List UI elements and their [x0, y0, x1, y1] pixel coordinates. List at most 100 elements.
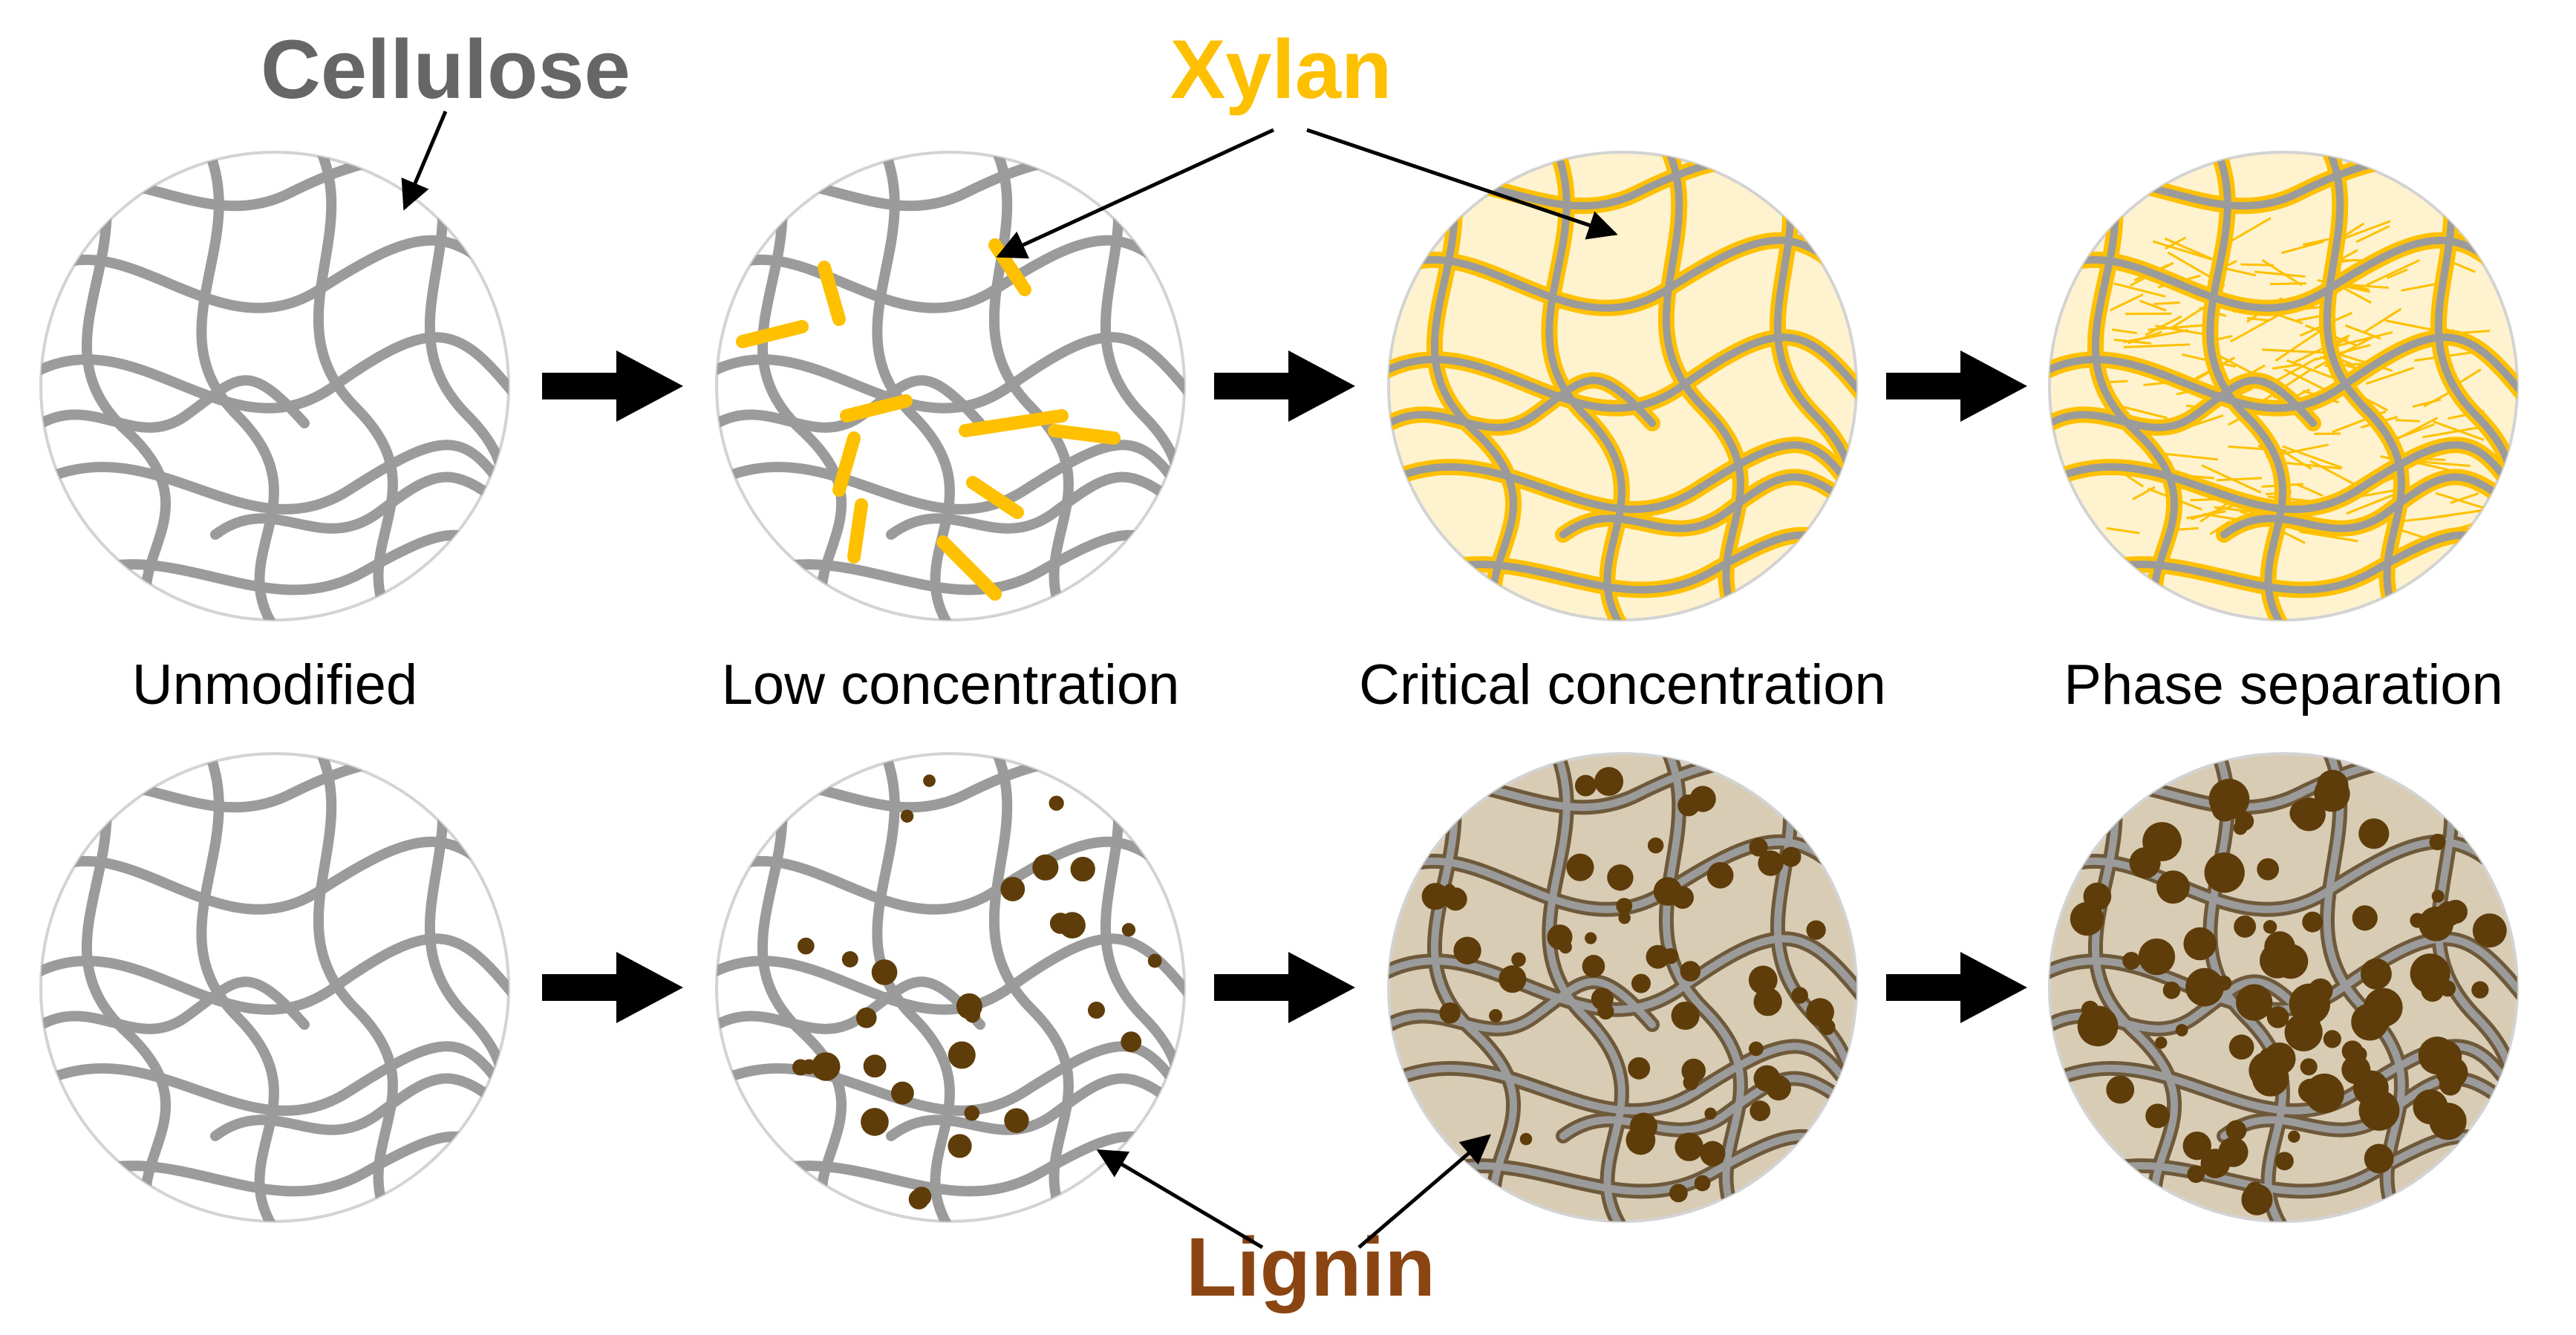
lignin-particle: [1121, 1031, 1141, 1052]
lignin-particle: [1806, 920, 1825, 939]
lignin-particle: [1750, 1100, 1770, 1121]
lignin-particle: [1594, 767, 1623, 796]
lignin-particle: [2234, 915, 2256, 938]
lignin-particle: [2122, 952, 2140, 970]
process-arrow-1-2: [1886, 952, 2027, 1023]
lignin-particle: [2432, 890, 2445, 903]
lignin-particle: [1791, 987, 1808, 1004]
lignin-particle: [1489, 1009, 1502, 1022]
lignin-particle: [1781, 846, 1801, 866]
lignin-particle: [2249, 1051, 2286, 1089]
lignin-particle: [1616, 898, 1632, 914]
caption-critical-concentration: Critical concentration: [1359, 653, 1886, 717]
lignin-particle: [1700, 1141, 1725, 1166]
xylan-strand: [2153, 302, 2179, 304]
lignin-particle: [1695, 1175, 1711, 1192]
lignin-particle: [2226, 1120, 2247, 1141]
lignin-particle: [1626, 1126, 1656, 1155]
panel-xylan-stage-1: [705, 134, 1196, 639]
lignin-particle: [2473, 913, 2507, 947]
lignin-particle: [2301, 1058, 2318, 1075]
lignin-particle: [2176, 1024, 2188, 1037]
lignin-particle: [891, 1082, 914, 1105]
lignin-particle: [2217, 976, 2231, 990]
lignin-particle: [2163, 982, 2181, 999]
process-arrow-1-0: [542, 952, 683, 1023]
lignin-particle: [2471, 982, 2488, 999]
caption-phase-separation: Phase separation: [2064, 653, 2503, 717]
panel-xylan-stage-0: [30, 134, 520, 639]
lignin-particle: [2156, 870, 2190, 904]
lignin-particle: [2197, 971, 2214, 988]
lignin-particle: [1049, 796, 1064, 811]
lignin-particle: [856, 1008, 877, 1028]
lignin-label: Lignin: [1186, 1221, 1435, 1313]
lignin-particle: [1683, 1075, 1699, 1091]
lignin-particle: [1631, 974, 1651, 993]
panel-lignin-stage-2: [1377, 735, 1868, 1240]
lignin-particle: [2305, 1074, 2344, 1113]
lignin-particle: [1453, 937, 1481, 964]
lignin-particle: [948, 1134, 971, 1158]
lignin-particle: [1749, 965, 1778, 994]
lignin-particle: [2314, 776, 2350, 812]
lignin-particle: [1677, 794, 1699, 816]
lignin-particle: [2439, 980, 2456, 996]
process-arrow-0-0: [542, 350, 683, 422]
lignin-particle: [2289, 984, 2330, 1025]
lignin-particle: [2081, 1001, 2099, 1019]
lignin-particle: [2429, 1103, 2466, 1140]
lignin-particle: [965, 1007, 980, 1022]
lignin-particle: [2129, 847, 2160, 878]
xylan-label: Xylan: [1170, 23, 1392, 116]
lignin-particle: [2218, 1137, 2248, 1167]
lignin-particle: [2257, 858, 2279, 881]
lignin-particle: [1680, 961, 1701, 982]
lignin-particle: [1122, 923, 1135, 936]
lignin-particle: [2211, 796, 2237, 822]
lignin-particle: [1582, 955, 1605, 978]
lignin-particle: [964, 1106, 979, 1121]
lignin-particle: [2288, 1131, 2300, 1143]
lignin-particle: [1591, 988, 1614, 1010]
lignin-particle: [1758, 850, 1783, 875]
lignin-particle: [909, 1189, 929, 1209]
lignin-particle: [1032, 855, 1058, 881]
lignin-particle: [1511, 953, 1526, 967]
lignin-particle: [2264, 931, 2295, 962]
lignin-particle: [1749, 1042, 1764, 1057]
lignin-particle: [1088, 1002, 1105, 1019]
lignin-particle: [1071, 857, 1095, 881]
lignin-particle: [2436, 901, 2462, 927]
lignin-particle: [948, 1042, 976, 1069]
lignin-particle: [2275, 1152, 2294, 1170]
process-arrow-0-1: [1214, 350, 1355, 422]
lignin-particle: [2289, 800, 2316, 826]
lignin-particle: [1148, 954, 1162, 968]
lignin-particle: [1499, 965, 1526, 993]
lignin-particle: [2352, 905, 2378, 930]
lignin-particle: [872, 959, 898, 985]
process-arrow-1-1: [1214, 952, 1355, 1023]
lignin-particle: [2155, 1037, 2167, 1048]
lignin-particle: [2234, 821, 2248, 835]
lignin-particle: [1766, 1075, 1791, 1100]
panel-lignin-stage-0: [30, 735, 520, 1240]
lignin-particle: [1654, 877, 1683, 906]
lignin-particle: [1050, 913, 1072, 934]
lignin-particle: [2070, 902, 2104, 936]
panel-xylan-stage-2: [1377, 134, 1868, 639]
lignin-particle: [2139, 939, 2175, 975]
lignin-particle: [1444, 884, 1456, 897]
lignin-particle: [2426, 957, 2449, 980]
lignin-particle: [2324, 1030, 2341, 1048]
lignin-particle: [1628, 1057, 1650, 1080]
lignin-particle: [2410, 913, 2425, 927]
lignin-particle: [1707, 862, 1734, 889]
lignin-particle: [842, 951, 858, 967]
lignin-particle: [2429, 1040, 2462, 1074]
lignin-particle: [2106, 1076, 2134, 1104]
lignin-particle: [2229, 1034, 2254, 1060]
